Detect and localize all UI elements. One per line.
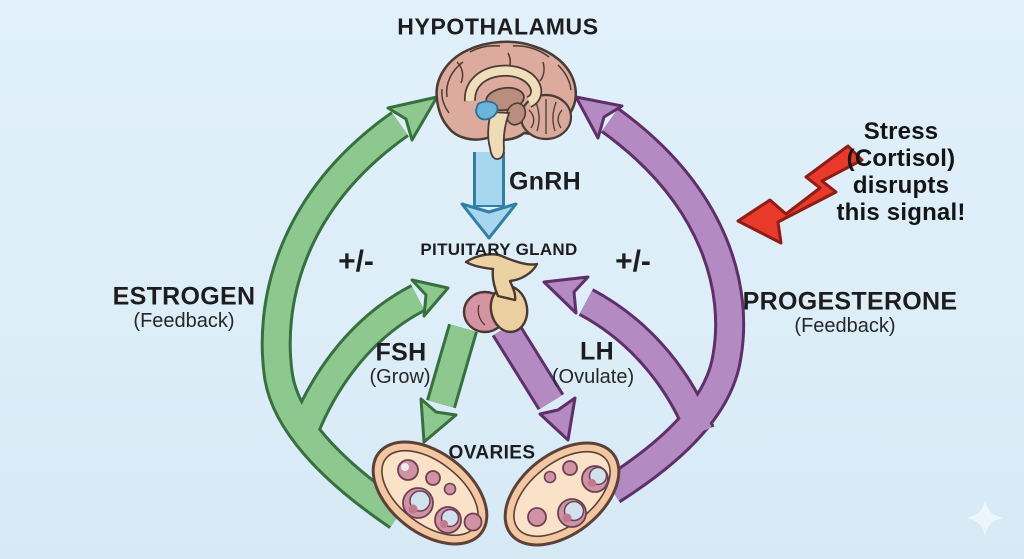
cerebellum-lines	[528, 99, 563, 134]
ovary-right	[503, 441, 621, 547]
estrogen-note: (Feedback)	[133, 310, 235, 333]
purple-arrowhead-to-hypothalamus	[574, 95, 624, 140]
estrogen-feedback-arrow	[260, 95, 450, 529]
ovary-right-follicles	[527, 460, 609, 528]
hypothalamus-highlight	[475, 100, 499, 121]
stress-line-1: Stress	[863, 118, 939, 145]
stress-callout: Stress (Cortisol) disrupts this signal!	[836, 118, 965, 226]
green-arrowhead-to-pituitary	[410, 278, 450, 318]
fsh-label: FSH	[375, 338, 427, 367]
gnrh-arrow	[460, 152, 518, 240]
ovary-left-follicles	[397, 459, 483, 534]
plus-minus-left: +/-	[338, 244, 374, 278]
estrogen-label: ESTROGEN	[112, 282, 256, 311]
plus-minus-right: +/-	[615, 244, 651, 278]
progesterone-label: PROGESTERONE	[742, 287, 958, 316]
purple-arrowhead-to-pituitary	[542, 275, 590, 315]
corpus-callosum	[465, 66, 541, 106]
pituitary-illustration	[462, 253, 539, 334]
lh-arrow	[491, 319, 577, 442]
ovary-left	[371, 440, 489, 546]
sparkle-icon	[967, 500, 1003, 536]
hypothalamus-label: HYPOTHALAMUS	[397, 13, 599, 40]
stress-bolt-icon	[736, 144, 864, 245]
fsh-arrow	[419, 323, 478, 444]
green-arrowhead-to-hypothalamus	[386, 95, 439, 142]
pituitary-label: PITUITARY GLAND	[420, 239, 578, 259]
lh-note: (Ovulate)	[551, 366, 635, 389]
stress-line-4: this signal!	[836, 199, 966, 226]
gnrh-label: GnRH	[508, 167, 582, 196]
stress-line-2: (Cortisol)	[846, 145, 956, 172]
progesterone-note: (Feedback)	[794, 315, 896, 338]
brainstem	[487, 111, 511, 160]
midbrain	[505, 102, 527, 126]
ovaries-label: OVARIES	[448, 442, 536, 464]
lh-label: LH	[580, 337, 614, 366]
fsh-note: (Grow)	[369, 366, 431, 389]
stress-line-3: disrupts	[852, 172, 950, 199]
brain-illustration	[435, 40, 578, 160]
pituitary-stalk	[464, 253, 539, 302]
progesterone-feedback-arrow	[542, 95, 746, 504]
